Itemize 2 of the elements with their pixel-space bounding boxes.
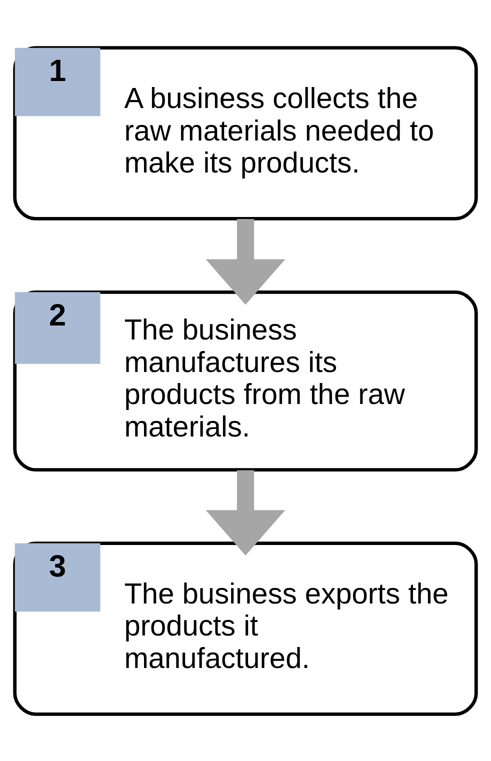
arrow (206, 218, 286, 304)
arrow (206, 470, 286, 556)
